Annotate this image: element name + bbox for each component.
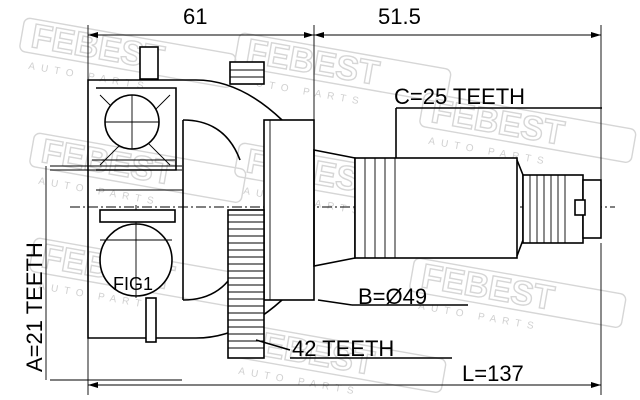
dim-51-5: 51.5 — [378, 4, 421, 29]
hub-flange — [263, 119, 315, 301]
spline-c-section — [354, 157, 518, 259]
spline-a-label: A=21 TEETH — [22, 242, 47, 372]
dimension-lines — [45, 25, 602, 395]
wheel-stud-top — [229, 61, 265, 85]
threaded-end — [522, 174, 584, 244]
fig1-detail: FIG1 — [99, 205, 176, 343]
abs-leader — [255, 339, 291, 351]
abs-teeth-label: 42 TEETH — [292, 336, 394, 361]
spline-a-guides — [50, 159, 183, 381]
diameter-b-label: B=Ø49 — [358, 284, 427, 309]
outer-housing — [87, 46, 315, 339]
dim-61: 61 — [183, 4, 207, 29]
ball-upper — [104, 94, 160, 150]
output-shaft — [313, 149, 602, 267]
spline-c-label: C=25 TEETH — [394, 84, 525, 109]
total-length-label: L=137 — [462, 361, 524, 386]
abs-ring — [227, 209, 291, 359]
fig1-label: FIG1 — [113, 274, 153, 294]
diameter-leader — [317, 299, 353, 306]
top-boss — [139, 46, 159, 80]
